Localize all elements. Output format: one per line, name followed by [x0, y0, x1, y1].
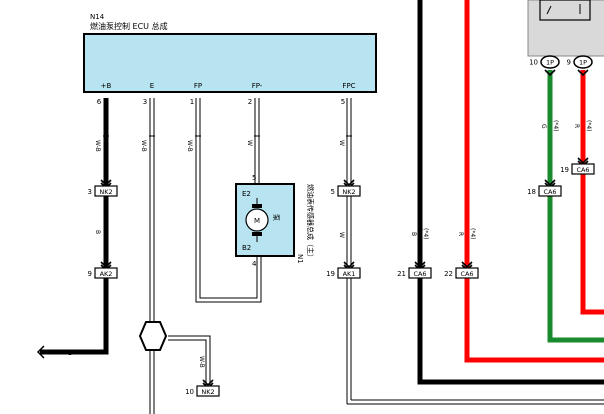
sender-name: 燃油表传感器总成（主） — [306, 184, 315, 261]
sender-pin-bottom-num: 4 — [252, 260, 257, 268]
wire-pb — [40, 98, 109, 355]
connector-ca6-d: CA6 19 — [560, 157, 595, 175]
connector-ak1: AK1 19 — [326, 261, 361, 279]
wire-pb-end — [36, 345, 45, 359]
ecu-code: N14 — [90, 13, 105, 21]
relay-pin-num: 9 — [567, 59, 571, 67]
connector-num: 3 — [88, 188, 92, 196]
wire-label-wb4: W-B — [198, 356, 205, 368]
ecu-pin-fpminus: FP- 2 — [248, 82, 263, 106]
wire-label-r: R (*4) — [457, 228, 476, 240]
wire-label-w3: W — [338, 232, 345, 238]
wire-label-wb1: W-B — [94, 140, 101, 152]
svg-text:G: G — [540, 124, 547, 129]
motor-label: M — [254, 217, 260, 225]
svg-text:R: R — [457, 232, 464, 236]
wire-label-r2: R (*4) — [573, 120, 592, 132]
ecu-pin-num: 2 — [248, 98, 252, 106]
connector-nk2-b: NK2 5 — [331, 179, 361, 197]
connector-num: 10 — [185, 388, 194, 396]
svg-text:(*4): (*4) — [552, 120, 559, 132]
sender-pin-top: E2 — [242, 190, 251, 198]
relay-switch — [546, 5, 552, 15]
motor-symbol: M — [245, 198, 269, 242]
wire-e — [149, 98, 155, 414]
ecu-pin-label: +B — [101, 82, 112, 90]
relay-inner — [539, 0, 591, 21]
wire-label-w1: W — [246, 140, 253, 146]
connector-name: NK2 — [201, 388, 214, 396]
ecu-pin-label: FP — [194, 82, 202, 90]
ecu-pin-fp: FP 1 — [190, 82, 202, 106]
relay-box — [527, 0, 604, 57]
relay-pin-num: 10 — [529, 59, 538, 67]
sender-pin-bottom: B2 — [242, 244, 251, 252]
relay-pin-name: 1P — [579, 59, 587, 67]
ecu-pin-e: E 3 — [143, 82, 154, 106]
wire-fp-loop — [195, 98, 262, 303]
connector-ca6-c: CA6 18 — [527, 179, 562, 197]
relay-pin-1p-right: 1P 9 — [567, 55, 593, 77]
connector-num: 5 — [331, 188, 335, 196]
ecu-pin-plusb: +B 6 — [97, 82, 112, 106]
wire-r2 — [580, 70, 604, 315]
sender-code: N1 — [296, 254, 304, 264]
ecu-name: 燃油泵控制 ECU 总成 — [90, 21, 168, 31]
ecu-pin-label: E — [150, 82, 154, 90]
connector-name: CA6 — [576, 166, 589, 174]
svg-text:(*4): (*4) — [469, 228, 476, 240]
ecu-pin-num: 6 — [97, 98, 102, 106]
connector-ca6-a: CA6 21 — [397, 261, 432, 279]
wire-e-branch — [168, 335, 211, 386]
ecu-pin-fpc: FPC 5 — [341, 82, 356, 106]
connector-name: NK2 — [342, 188, 355, 196]
connector-num: 9 — [88, 270, 92, 278]
svg-text:(*4): (*4) — [585, 120, 592, 132]
svg-text:B: B — [410, 232, 417, 236]
wire-r4 — [464, 0, 604, 363]
connector-name: CA6 — [460, 270, 473, 278]
wire-label-g: G (*4) — [540, 120, 559, 132]
ecu-pin-num: 3 — [143, 98, 147, 106]
connector-name: CA6 — [543, 188, 556, 196]
ecu-pin-label: FP- — [252, 82, 263, 90]
connector-name: AK1 — [343, 270, 356, 278]
wire-b4 — [417, 0, 604, 385]
ecu-pin-num: 5 — [341, 98, 345, 106]
ecu-pin-label: FPC — [342, 82, 355, 90]
wire-label-wb3: W-B — [186, 140, 193, 152]
connector-name: NK2 — [99, 188, 112, 196]
connector-nk2-a: NK2 3 — [88, 179, 118, 197]
svg-text:R: R — [573, 124, 580, 128]
connector-num: 18 — [527, 188, 536, 196]
connector-ak2: AK2 9 — [88, 261, 118, 279]
connector-name: AK2 — [100, 270, 113, 278]
connector-nk2-c: NK2 10 — [185, 379, 220, 397]
ecu-box — [83, 33, 377, 93]
wire-fpc — [346, 98, 604, 405]
wire-label-b3: B — [68, 350, 72, 357]
svg-text:(*4): (*4) — [422, 228, 429, 240]
connector-num: 19 — [326, 270, 335, 278]
sender-pin-top-num: 5 — [252, 174, 256, 182]
wire-label-wb2: W-B — [140, 140, 147, 152]
wire-g4 — [547, 70, 604, 343]
wire-label-w2: W — [338, 140, 345, 146]
ecu-pin-num: 1 — [190, 98, 194, 106]
connector-num: 22 — [444, 270, 453, 278]
splice-joint — [138, 321, 168, 351]
connector-num: 19 — [560, 166, 569, 174]
connector-name: CA6 — [413, 270, 426, 278]
wire-label-b1: B — [94, 230, 101, 234]
connector-num: 21 — [397, 270, 406, 278]
wire-label-b4: B (*4) — [410, 228, 429, 240]
connector-ca6-b: CA6 22 — [444, 261, 479, 279]
relay-pin-1p-left: 1P 10 — [529, 55, 560, 77]
motor-side-label: 泵 — [272, 214, 280, 221]
relay-pin-name: 1P — [546, 59, 554, 67]
